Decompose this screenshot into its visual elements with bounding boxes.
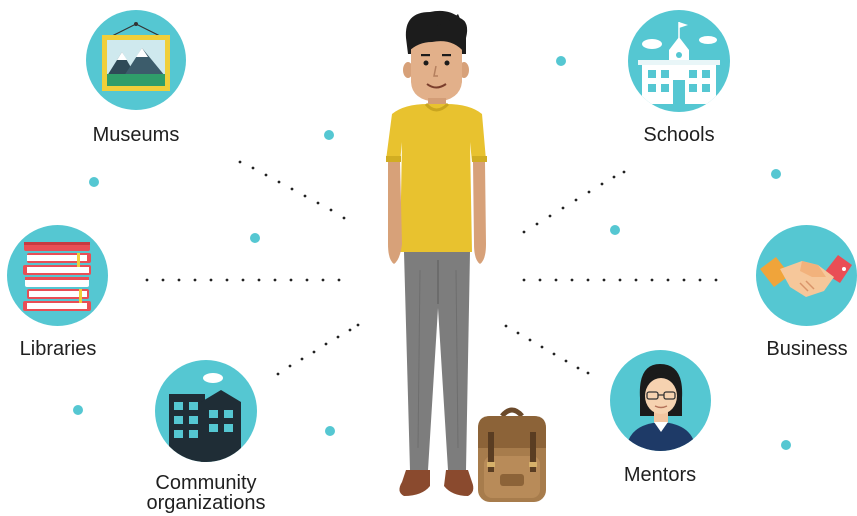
- student-figure: [386, 10, 487, 496]
- mentors-label: Mentors: [623, 464, 697, 486]
- connector-mentors: [504, 324, 590, 375]
- community-label-line2: organizations: [146, 492, 266, 514]
- museums-label: Museums: [92, 124, 180, 146]
- connector-museums: [238, 160, 346, 220]
- connector-business: [522, 278, 718, 282]
- decorative-dots: [73, 56, 791, 450]
- backpack: [478, 407, 546, 502]
- business-icon: [756, 225, 857, 326]
- mentors-icon: [610, 350, 711, 451]
- connector-community: [276, 323, 360, 376]
- community-label-line1: Community: [155, 472, 257, 494]
- schools-icon: [628, 10, 730, 112]
- libraries-icon: [7, 225, 108, 326]
- museums-icon: [86, 10, 186, 110]
- connector-libraries: [145, 278, 341, 282]
- community-icon: [155, 360, 257, 462]
- business-label: Business: [766, 338, 848, 360]
- schools-label: Schools: [643, 124, 715, 146]
- connector-schools: [522, 170, 626, 234]
- libraries-label: Libraries: [19, 338, 97, 360]
